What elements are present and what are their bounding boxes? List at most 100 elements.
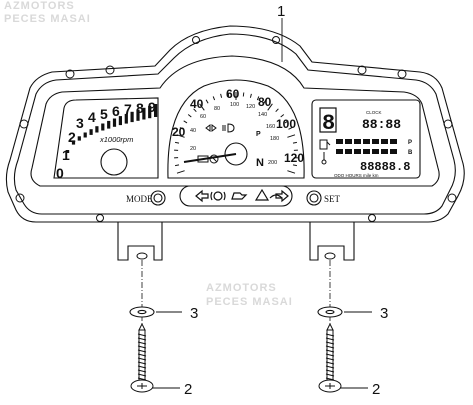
lcd-odometer: 88888.8 — [360, 160, 410, 174]
tach-num-2: 2 — [68, 129, 76, 145]
lcd-bar-segment — [372, 139, 379, 144]
speed-inner-100: 100 — [230, 102, 239, 108]
speedometer-tick — [177, 171, 185, 174]
right-arrow-icon — [276, 191, 288, 201]
mode-label: MODE — [126, 194, 153, 204]
tach-bar-segment — [101, 124, 104, 131]
speed-inner-60: 60 — [200, 114, 206, 120]
lcd-bar-segment — [336, 149, 343, 154]
speed-inner-80: 80 — [214, 106, 220, 112]
speed-num-20: 20 — [172, 125, 186, 139]
brake-warning-icon — [211, 192, 225, 200]
speed-num-40: 40 — [190, 97, 204, 111]
lcd-bar-segment — [345, 139, 352, 144]
speed-num-80: 80 — [258, 95, 272, 109]
speed-inner-180: 180 — [270, 136, 279, 142]
callout-1: 1 — [277, 3, 285, 20]
speed-inner-20: 20 — [190, 146, 196, 152]
lcd-clock-label: CLOCK — [366, 110, 382, 115]
tach-bar-segment — [107, 121, 110, 129]
speed-inner-120: 120 — [246, 104, 255, 110]
callout-3-right: 3 — [380, 305, 388, 322]
tach-num-1: 1 — [62, 147, 70, 163]
speed-inner-140: 140 — [258, 112, 267, 118]
speed-num-100: 100 — [276, 117, 296, 131]
speed-num-60: 60 — [226, 87, 240, 101]
park-indicator: P — [256, 131, 261, 138]
lcd-bar-segment — [354, 139, 361, 144]
lcd-clock-value: 88:88 — [362, 117, 401, 132]
lcd-contents: 8 CLOCK 88:88 P B 88888.8 ODO HOURS mile… — [320, 108, 413, 178]
lcd-bar-segment — [363, 139, 370, 144]
speedometer-tick — [243, 93, 244, 97]
speed-num-120: 120 — [284, 151, 304, 165]
right-bracket-hole — [325, 253, 335, 259]
speedometer-tick — [276, 109, 279, 112]
speedometer-tick — [184, 121, 187, 123]
tach-bar-segment — [113, 119, 116, 127]
watermark-top-1: AZMOTORS — [4, 0, 75, 12]
callout-2-right: 2 — [372, 381, 380, 398]
watermark-mid-1: AZMOTORS — [206, 282, 277, 294]
lcd-mode-line: ODO HOURS mile km — [334, 173, 379, 178]
tach-num-9: 9 — [148, 99, 156, 115]
high-beam-icon — [222, 124, 234, 132]
speedometer-tick — [287, 135, 295, 138]
set-label: SET — [324, 194, 341, 204]
speedometer-tick — [188, 115, 191, 118]
callout-2-left: 2 — [184, 381, 192, 398]
lcd-bar-segment — [345, 149, 352, 154]
oil-pressure-icon — [232, 193, 246, 199]
speed-inner-160: 160 — [266, 124, 275, 130]
callout-3-left: 3 — [190, 305, 198, 322]
tach-num-3: 3 — [76, 115, 84, 131]
thermometer-icon — [322, 152, 326, 164]
fuel-icon — [320, 140, 330, 149]
tach-num-8: 8 — [136, 100, 144, 116]
speedometer-tick — [175, 142, 179, 143]
speedometer-tick — [221, 94, 222, 98]
speedometer-tick — [213, 96, 214, 100]
lcd-lamp-p: P — [408, 140, 412, 146]
tachometer-hub — [101, 149, 127, 175]
right-screw — [319, 324, 341, 392]
left-bracket-hole — [137, 253, 147, 259]
turn-signal-icon — [206, 125, 216, 131]
mode-button — [151, 191, 165, 205]
speedometer-tick — [287, 171, 295, 174]
tach-num-4: 4 — [88, 109, 96, 125]
lcd-bar-segment — [372, 149, 379, 154]
lcd-gear-digit: 8 — [322, 111, 335, 136]
speedometer-tick — [206, 100, 208, 104]
neutral-indicator: N — [256, 157, 264, 169]
set-button — [307, 191, 321, 205]
lcd-bar-segment — [381, 139, 388, 144]
watermark-mid-2: PECES MASAI — [206, 296, 293, 308]
watermark-top-2: PECES MASAI — [4, 13, 91, 25]
tach-bar-segment — [90, 129, 93, 135]
tach-num-6: 6 — [112, 103, 120, 119]
speedometer-tick — [175, 165, 179, 166]
tach-bar-segment — [78, 136, 81, 140]
speedometer-tick — [250, 94, 251, 98]
tach-bar-segment — [95, 126, 98, 132]
lcd-bar-segment — [390, 139, 397, 144]
speedometer-tick — [293, 165, 297, 166]
tach-bar-segment — [84, 133, 87, 138]
warning-triangle-icon — [256, 190, 268, 200]
tach-unit: x1000rpm — [99, 135, 133, 144]
tach-num-7: 7 — [124, 101, 132, 117]
lcd-bar-segment — [354, 149, 361, 154]
tach-num-5: 5 — [100, 106, 108, 122]
lcd-bar-segment — [390, 149, 397, 154]
tach-num-0: 0 — [56, 165, 64, 181]
lcd-lamp-b: B — [408, 150, 413, 156]
lcd-bar-segment — [336, 139, 343, 144]
speed-inner-40: 40 — [190, 128, 196, 134]
speedometer-tick — [293, 142, 297, 143]
speed-inner-200: 200 — [268, 160, 277, 166]
lcd-bar-segment — [381, 149, 388, 154]
left-screw — [131, 324, 153, 392]
